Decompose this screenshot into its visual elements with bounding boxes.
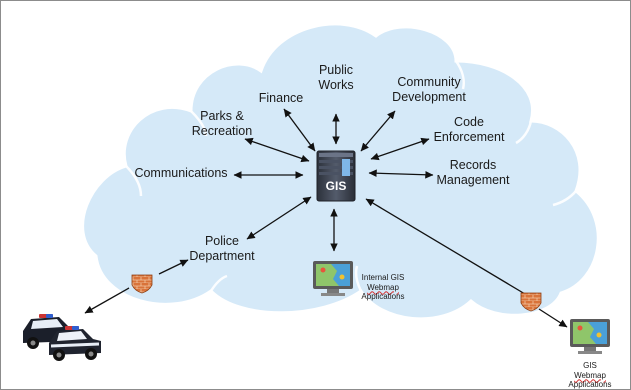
firewall-icon: [520, 292, 542, 312]
internal-webmap-monitor-icon: [313, 261, 353, 296]
arrow-code: [370, 137, 430, 161]
arrow-police-cars: [84, 287, 130, 314]
arrow-police: [246, 196, 312, 240]
label-communications: Communications: [134, 166, 228, 180]
arrow-police-firewall: [158, 259, 189, 275]
arrow-external-app: [538, 308, 568, 328]
arrow-records: [368, 169, 434, 179]
gis-server-icon: [316, 150, 356, 202]
label-finance: Finance: [258, 91, 304, 105]
label-internal-webmap-apps: Internal GIS Webmap Applications: [361, 273, 405, 301]
arrow-community: [360, 110, 396, 152]
firewall-icon: [131, 274, 153, 294]
external-webmap-monitor-icon: [570, 319, 610, 354]
connection-arrows: [84, 108, 568, 328]
arrow-external-path: [365, 198, 526, 295]
arrow-finance: [283, 108, 316, 152]
label-parks-recreation: Parks &Recreation: [191, 109, 253, 138]
police-cars-icon: [23, 314, 101, 361]
label-external-webmap-apps: GIS Webmap Applications: [568, 361, 612, 389]
gis-server-label: GIS: [325, 179, 347, 193]
arrow-parks: [244, 137, 310, 163]
